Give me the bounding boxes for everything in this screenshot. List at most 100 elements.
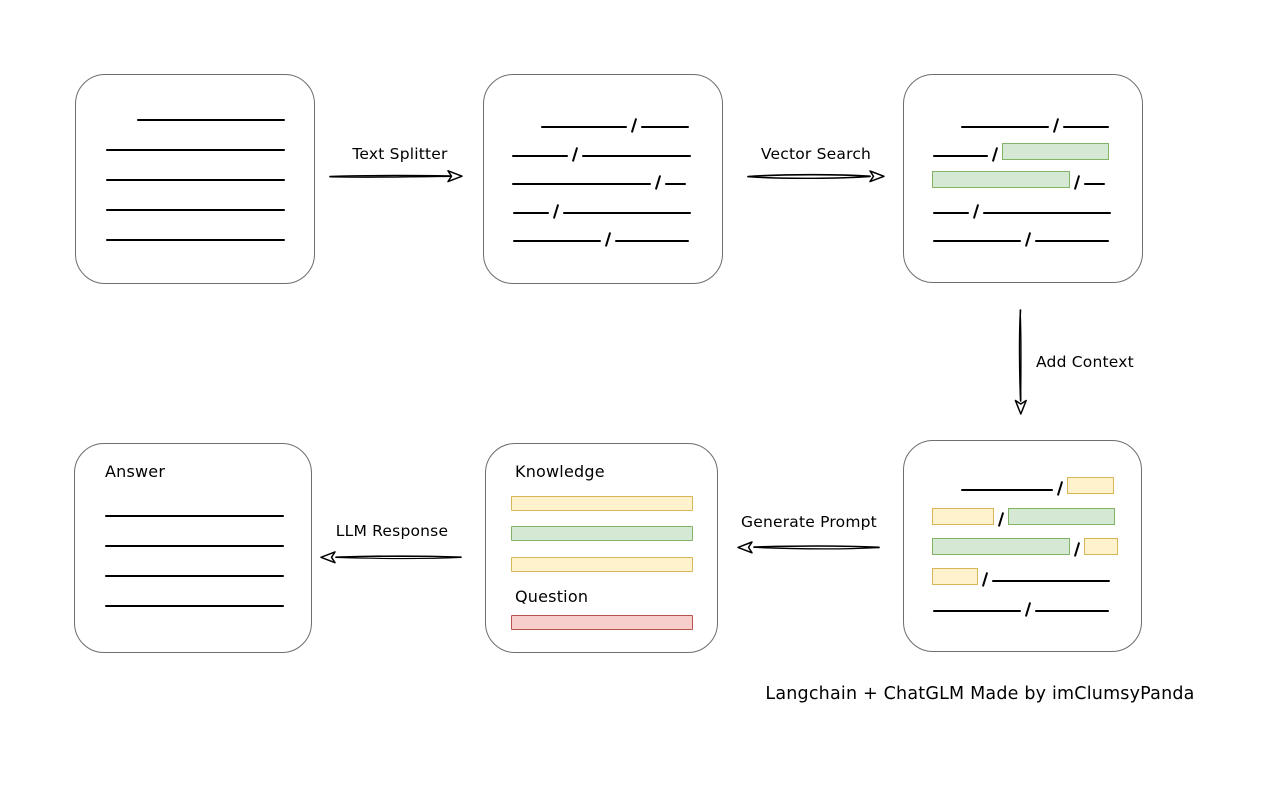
credit-text: Langchain + ChatGLM Made by imClumsyPand… <box>765 684 1195 704</box>
text-line <box>106 209 285 211</box>
generate-prompt-label: Generate Prompt <box>741 513 877 531</box>
slash-separator <box>1070 539 1084 557</box>
chunk-row <box>932 191 1142 219</box>
document-node <box>75 74 315 284</box>
text-line <box>961 126 1049 129</box>
chunk-row <box>932 558 1141 588</box>
text-line <box>983 211 1111 214</box>
text-line <box>1084 183 1105 186</box>
arrowhead-down-icon <box>1014 399 1027 415</box>
bar-green <box>511 526 693 541</box>
add-context-arrow <box>1006 306 1034 420</box>
document-lines <box>76 75 314 241</box>
chunk-green <box>1008 507 1115 525</box>
text-line <box>563 211 691 214</box>
slash-separator <box>1021 599 1035 617</box>
vector-search-arrow: Vector Search <box>742 145 890 190</box>
bar-yellow <box>511 496 693 511</box>
right-arrow-graphic <box>747 170 885 183</box>
chunk-row <box>932 134 1142 162</box>
prompt-content: Knowledge Question <box>486 444 717 630</box>
generate-prompt-arrow: Generate Prompt <box>734 513 884 563</box>
chunk-row <box>932 220 1142 248</box>
slash-separator <box>1053 478 1067 496</box>
slash-separator <box>1021 229 1035 247</box>
text-line <box>615 239 689 242</box>
text-line <box>1035 239 1109 242</box>
chunk-row <box>932 106 1142 134</box>
text-line <box>665 183 686 186</box>
text-line <box>933 610 1021 613</box>
chunk-yellow <box>932 568 978 586</box>
llm-response-arrow: LLM Response <box>318 522 466 573</box>
chunk-row <box>932 528 1141 558</box>
arrowhead-right-icon <box>447 170 463 183</box>
split-text-node <box>483 74 723 284</box>
text-line <box>933 239 1021 242</box>
text-line <box>137 119 285 121</box>
text-line <box>961 489 1053 492</box>
slash-separator <box>978 569 992 587</box>
text-line <box>541 126 627 129</box>
add-context-label: Add Context <box>1036 353 1134 371</box>
answer-lines <box>105 515 284 607</box>
chunk-row <box>512 106 722 134</box>
chunk-row <box>512 163 722 191</box>
search-result-rows <box>904 75 1142 248</box>
arrowhead-left-icon <box>320 551 336 564</box>
text-splitter-arrow: Text Splitter <box>325 145 475 190</box>
split-text-rows <box>484 75 722 248</box>
text-line <box>512 183 651 186</box>
chunk-row <box>512 191 722 219</box>
text-line <box>106 239 285 241</box>
text-line <box>105 545 284 547</box>
prompt-node: Knowledge Question <box>485 443 718 653</box>
question-bars <box>511 615 717 630</box>
chunk-yellow <box>932 507 994 525</box>
answer-label: Answer <box>105 462 166 481</box>
slash-separator <box>627 115 641 133</box>
answer-node: Answer <box>74 443 312 653</box>
text-line <box>582 154 691 157</box>
knowledge-label: Knowledge <box>515 462 605 481</box>
slash-separator <box>994 509 1008 527</box>
text-line <box>513 211 549 214</box>
context-node <box>903 440 1142 652</box>
slash-separator <box>1070 172 1084 190</box>
left-arrow-graphic <box>737 541 880 554</box>
slash-separator <box>1049 115 1063 133</box>
chunk-row <box>932 497 1141 527</box>
text-line <box>933 211 969 214</box>
chunk-green <box>1002 142 1109 160</box>
llm-response-label: LLM Response <box>335 522 449 540</box>
right-arrow-graphic <box>329 170 463 183</box>
arrowhead-right-icon <box>869 170 885 183</box>
slash-separator <box>969 201 983 219</box>
chunk-row <box>512 134 722 162</box>
slash-separator <box>988 144 1002 162</box>
text-line <box>105 575 284 577</box>
chunk-row <box>512 220 722 248</box>
chunk-green <box>932 171 1070 189</box>
text-line <box>992 580 1110 583</box>
slash-separator <box>651 172 665 190</box>
text-splitter-label: Text Splitter <box>352 145 448 163</box>
text-line <box>106 149 285 151</box>
left-arrow-graphic <box>320 551 462 564</box>
bar-yellow <box>511 557 693 572</box>
text-line <box>105 605 284 607</box>
chunk-yellow <box>1084 537 1118 555</box>
answer-content: Answer <box>75 444 311 607</box>
slash-separator <box>601 229 615 247</box>
text-line <box>512 154 568 157</box>
slash-separator <box>549 201 563 219</box>
text-line <box>513 239 601 242</box>
arrowhead-left-icon <box>737 541 753 554</box>
text-line <box>1063 126 1109 129</box>
text-line <box>641 126 689 129</box>
chunk-yellow <box>1067 477 1114 495</box>
chunk-row <box>932 467 1141 497</box>
text-line <box>105 515 284 517</box>
chunk-row <box>932 163 1142 191</box>
